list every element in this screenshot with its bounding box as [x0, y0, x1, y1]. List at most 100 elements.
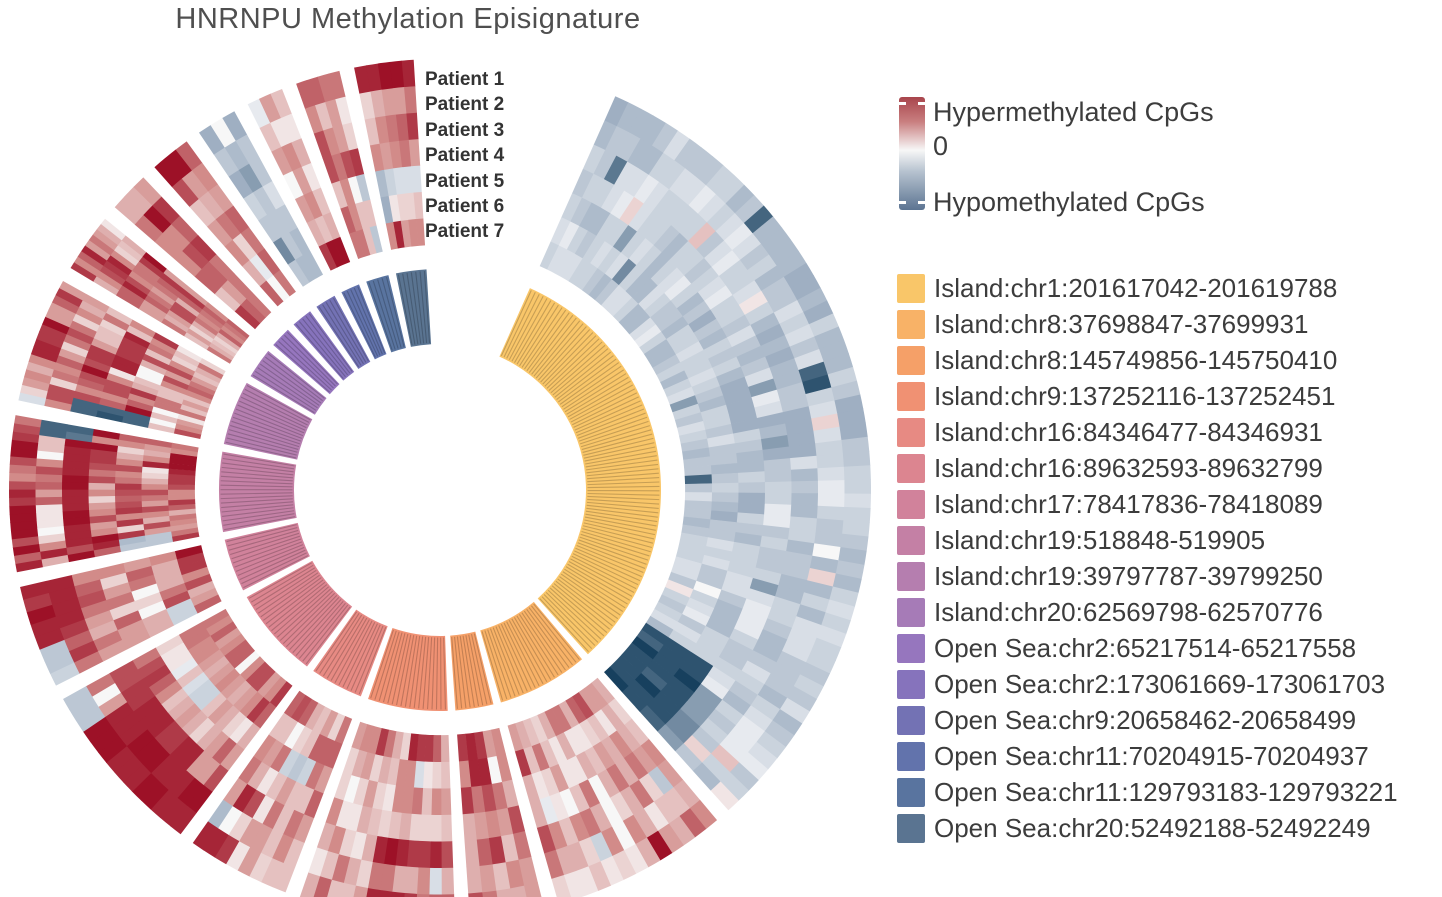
cpg-cell [431, 787, 442, 815]
cpg-cell [692, 580, 722, 600]
cpg-cell [260, 857, 284, 888]
cpg-tick [582, 525, 654, 544]
cpg-cell [75, 706, 106, 732]
cpg-cell [335, 799, 354, 829]
cpg-cell [683, 734, 711, 763]
cpg-cell [182, 671, 210, 696]
cpg-cell [92, 539, 121, 551]
cpg-tick [228, 529, 299, 551]
cpg-tick [535, 323, 584, 379]
cpg-cell [143, 449, 171, 459]
cpg-cell [522, 773, 540, 803]
cpg-cell [703, 337, 733, 360]
cpg-cell [640, 666, 668, 692]
cpg-tick [374, 630, 397, 700]
cpg-cell [733, 618, 763, 641]
cpg-cell [721, 689, 751, 716]
cpg-tick [547, 589, 602, 640]
cpg-cell [771, 708, 803, 736]
cpg-cell [731, 335, 761, 358]
cpg-cell [327, 825, 347, 855]
cpg-cell [775, 650, 807, 675]
cpg-tick [542, 332, 594, 385]
cpg-cell [703, 546, 733, 562]
cpg-cell [306, 76, 326, 106]
cpg-cell [777, 573, 808, 593]
cpg-cell [492, 861, 511, 891]
cpg-cell [134, 591, 164, 611]
cpg-cell [710, 744, 740, 773]
cpg-cell [10, 447, 38, 459]
cpg-tick [470, 633, 488, 705]
cpg-cell [706, 665, 736, 691]
cpg-tick [244, 388, 310, 423]
colorbar-tick [918, 102, 925, 105]
cpg-tick [579, 420, 649, 445]
cpg-tick [500, 290, 532, 357]
cpg-cell [99, 265, 126, 286]
cpg-cell [106, 372, 135, 388]
cpg-cell [10, 528, 39, 540]
cpg-cell [773, 300, 804, 325]
cpg-cell [214, 286, 242, 312]
cpg-cell [370, 89, 386, 119]
cpg-cell [684, 500, 712, 511]
cpg-cell [342, 122, 359, 151]
cpg-cell [190, 587, 219, 607]
cpg-cell [248, 852, 273, 883]
cpg-tick [370, 629, 394, 699]
cpg-cell [88, 475, 116, 484]
cpg-cell [81, 363, 110, 380]
cpg-tick [343, 292, 376, 358]
cpg-cell [683, 258, 712, 285]
cpg-cell [547, 820, 568, 850]
cpg-cell [192, 821, 219, 851]
cpg-cell [261, 739, 285, 768]
cpg-cell [668, 815, 696, 846]
cpg-cell [151, 558, 180, 575]
cpg-tick [223, 513, 295, 526]
cpg-tick [385, 276, 405, 348]
cpg-cell [53, 362, 82, 378]
cpg-cell [750, 312, 780, 336]
cpg-tick [551, 585, 608, 634]
cpg-cell [168, 503, 196, 511]
cpg-tick [422, 637, 430, 709]
cpg-cell [89, 508, 117, 517]
cpg-cell [758, 423, 788, 440]
cpg-tick [230, 532, 300, 556]
cpg-tick [462, 635, 475, 707]
cpg-tick [406, 272, 419, 345]
cpg-cell [578, 718, 601, 747]
sector-Island:chr16:89632593-89632799 [63, 560, 353, 835]
cpg-tick [587, 495, 660, 501]
cpg-cell [726, 324, 756, 348]
cpg-cell [551, 704, 572, 733]
cpg-cell [623, 168, 650, 198]
cpg-cell [342, 746, 360, 776]
cpg-tick [586, 463, 659, 474]
cpg-cell [740, 356, 770, 378]
cpg-cell [401, 59, 416, 88]
cpg-cell [276, 716, 299, 745]
cpg-cell [783, 262, 814, 289]
cpg-cell [392, 87, 407, 115]
cpg-cell [803, 580, 833, 600]
cpg-cell [181, 566, 210, 584]
cpg-cell [215, 331, 241, 351]
cpg-cell [735, 522, 764, 537]
cpg-cell [141, 477, 169, 485]
cpg-cell [129, 387, 158, 402]
cpg-cell [192, 371, 220, 388]
cpg-cell [257, 671, 282, 698]
cpg-cell [143, 663, 172, 688]
cpg-cell [115, 500, 143, 509]
cpg-tick [526, 312, 570, 372]
cpg-cell [693, 318, 722, 342]
cpg-cell [700, 625, 730, 648]
cpg-cell [195, 366, 222, 384]
cpg-cell [172, 301, 198, 321]
cpg-cell [141, 499, 169, 507]
cpg-cell [594, 279, 620, 306]
cpg-cell [340, 150, 357, 179]
